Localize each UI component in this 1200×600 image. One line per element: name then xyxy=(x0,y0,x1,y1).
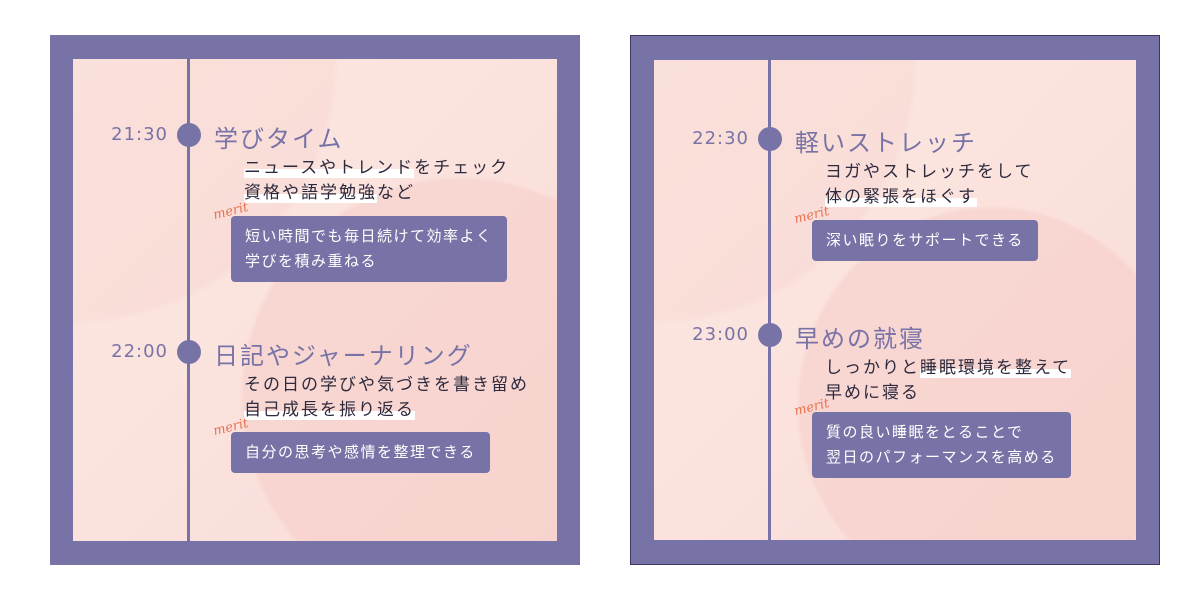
highlighted-text: 自己成長を振り返る xyxy=(244,400,415,420)
entry-description-line: ヨガやストレッチをして xyxy=(825,157,1034,182)
timeline-dot-icon xyxy=(177,123,201,147)
entry-time: 23:00 xyxy=(692,324,749,345)
merit-text: 学びを積み重ねる xyxy=(245,252,378,270)
merit-text: 質の良い睡眠をとることで xyxy=(826,423,1024,441)
merit-box: 短い時間でも毎日続けて効率よく学びを積み重ねる xyxy=(231,216,507,282)
timeline-line xyxy=(187,59,190,541)
entry-description-line: 資格や語学勉強など xyxy=(244,178,415,203)
text-segment: 早めに寝る xyxy=(825,383,920,403)
entry-description-line: ニュースやトレンドをチェック xyxy=(244,153,509,178)
merit-box: 質の良い睡眠をとることで翌日のパフォーマンスを高める xyxy=(812,412,1071,478)
entry-time: 22:30 xyxy=(692,128,749,149)
entry-description-line: その日の学びや気づきを書き留め xyxy=(244,370,529,395)
merit-text: 翌日のパフォーマンスを高める xyxy=(826,448,1057,466)
text-segment: その日の学びや気づきを書き留め xyxy=(244,375,529,395)
entry-title: 日記やジャーナリング xyxy=(214,342,473,370)
entry-title: 早めの就寝 xyxy=(795,325,925,353)
timeline-line xyxy=(768,60,771,540)
merit-text: 短い時間でも毎日続けて効率よく xyxy=(245,227,493,245)
highlighted-text: ニュースやトレンド xyxy=(244,158,415,178)
entry-time: 21:30 xyxy=(111,124,168,145)
timeline-dot-icon xyxy=(177,340,201,364)
merit-box: 深い眠りをサポートできる xyxy=(812,220,1038,261)
merit-box: 自分の思考や感情を整理できる xyxy=(231,432,490,473)
timeline-dot-icon xyxy=(758,323,782,347)
highlighted-text: 資格や語学勉強 xyxy=(244,183,377,203)
entry-description-line: しっかりと睡眠環境を整えて xyxy=(825,353,1072,378)
timeline-dot-icon xyxy=(758,127,782,151)
entry-title: 軽いストレッチ xyxy=(795,129,977,157)
entry-description-line: 体の緊張をほぐす xyxy=(825,182,977,207)
merit-text: 深い眠りをサポートできる xyxy=(826,231,1024,249)
entry-description-line: 自己成長を振り返る xyxy=(244,395,415,420)
text-segment: ヨガやストレッチをして xyxy=(825,162,1034,182)
entry-time: 22:00 xyxy=(111,341,168,362)
text-segment: など xyxy=(377,183,415,203)
entry-title: 学びタイム xyxy=(214,125,344,153)
highlighted-text: 睡眠環境を整えて xyxy=(920,358,1072,378)
highlighted-text: 体の緊張をほぐす xyxy=(825,187,977,207)
merit-text: 自分の思考や感情を整理できる xyxy=(245,443,476,461)
text-segment: しっかりと xyxy=(825,358,920,378)
text-segment: をチェック xyxy=(414,158,510,178)
entry-description-line: 早めに寝る xyxy=(825,378,920,403)
